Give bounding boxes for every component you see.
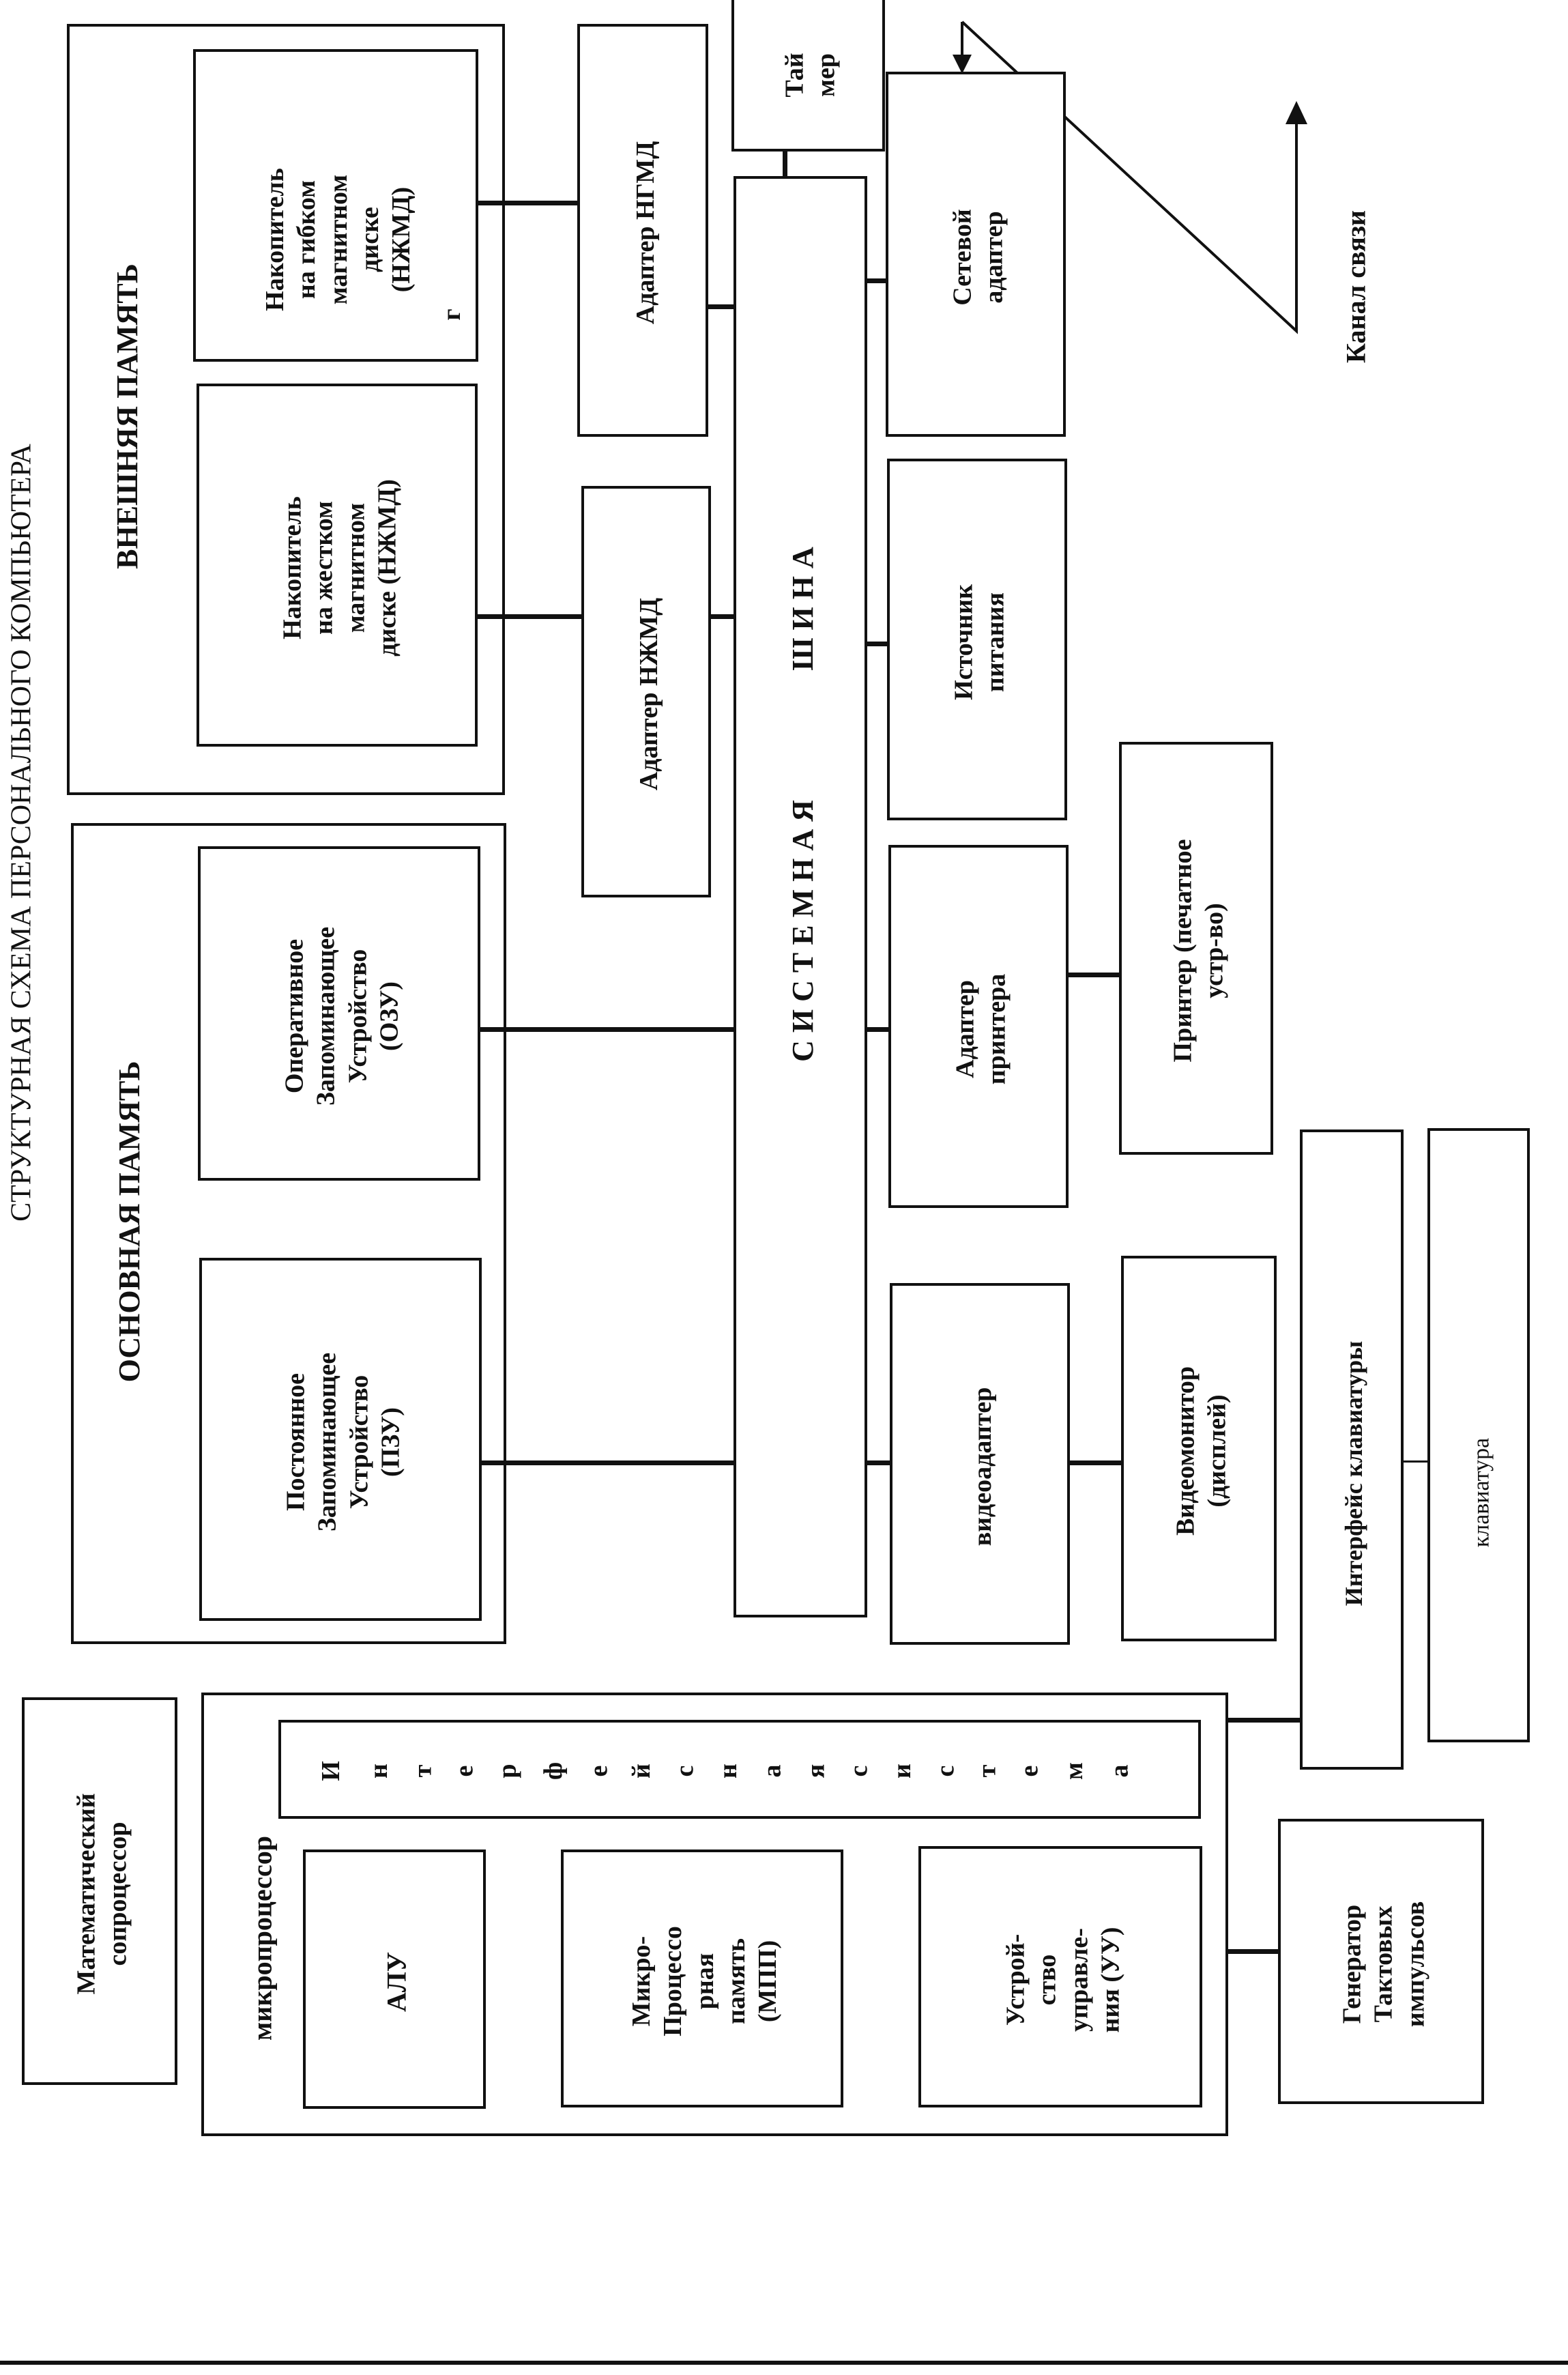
timer-arrow-head	[953, 55, 972, 74]
interface-letter: е	[583, 1765, 613, 1776]
clock-generator-block: Генератор Тактовых импульсов	[1278, 1819, 1484, 2104]
printer-block: Принтер (печатное устр-во)	[1119, 742, 1273, 1155]
link-video-monitor	[1070, 1460, 1121, 1465]
system-bus: С И С Т Е М Н А Я Ш И Н А	[734, 176, 867, 1617]
interface-letter: а	[757, 1764, 787, 1777]
interface-letter: р	[493, 1763, 522, 1779]
link-timer-bus	[783, 152, 787, 176]
keyboard-label: клавиатура	[1468, 1437, 1494, 1548]
hdd-adapter-block: Адаптер НЖМД	[581, 486, 711, 897]
floppy-drive-label: Накопитель на гибком магнитном диске (НЖ…	[261, 168, 416, 311]
clock-generator-label: Генератор Тактовых импульсов	[1337, 1901, 1430, 2028]
interface-letter: с	[931, 1765, 960, 1776]
floppy-drive-block: Накопитель на гибком магнитном диске (НЖ…	[193, 49, 478, 362]
interface-letter: е	[450, 1765, 479, 1776]
interface-letter: н	[364, 1763, 393, 1779]
link-floppy-drive-adapter	[478, 201, 577, 205]
timer-block: Тай мер	[731, 0, 885, 152]
printer-adapter-block: Адаптер принтера	[888, 845, 1069, 1208]
rom-label: Постоянное Запоминающее Устройство (ПЗУ)	[281, 1352, 405, 1532]
keyboard-interface-label: Интерфейс клавиатуры	[1340, 1340, 1368, 1607]
main-memory-label: ОСНОВНАЯ ПАМЯТЬ	[113, 1061, 147, 1383]
ram-block: Оперативное Запоминающее Устройство (ОЗУ…	[198, 846, 480, 1181]
monitor-label: Видеомонитор (дисплей)	[1171, 1366, 1232, 1536]
microprocessor-label: микропроцессор	[246, 1836, 278, 2041]
link-keyboard-interface	[1404, 1460, 1427, 1463]
interface-letter: е	[1015, 1765, 1044, 1776]
printer-label: Принтер (печатное устр-во)	[1168, 839, 1229, 1063]
interface-letter: м	[1059, 1761, 1088, 1780]
floppy-adapter-block: Адаптер НГМД	[577, 24, 708, 437]
alu-block: АЛУ	[303, 1849, 486, 2109]
timer-label: Тай мер	[780, 53, 841, 98]
monitor-block: Видеомонитор (дисплей)	[1121, 1256, 1277, 1641]
hdd-adapter-label: Адаптер НЖМД	[634, 597, 663, 791]
video-adapter-label: видеоадаптер	[968, 1387, 997, 1546]
keyboard-interface-block: Интерфейс клавиатуры	[1300, 1129, 1404, 1770]
system-bus-label-right: Ш И Н А	[786, 547, 820, 671]
comm-channel-line	[961, 20, 1298, 334]
link-ram-bus	[480, 1027, 734, 1032]
link-bus-network	[867, 278, 886, 283]
control-unit-block: Устрой- ство управле- ния (УУ)	[918, 1846, 1202, 2107]
video-adapter-block: видеоадаптер	[890, 1283, 1070, 1645]
link-hdd-adapter-bus	[711, 614, 734, 619]
interface-letter: я	[801, 1764, 830, 1778]
rom-block: Постоянное Запоминающее Устройство (ПЗУ)	[199, 1258, 482, 1621]
interface-letter: т	[407, 1764, 437, 1777]
link-rom-bus	[482, 1460, 734, 1465]
network-adapter-label: Сетевой адаптер	[948, 209, 1008, 306]
interface-letter: с	[844, 1765, 873, 1776]
interface-letter: й	[627, 1763, 656, 1779]
interface-letter: т	[972, 1764, 1002, 1777]
mpm-block: Микро- Процессо рная память (МПП)	[561, 1849, 843, 2107]
math-coprocessor-block: Математический сопроцессор	[22, 1697, 177, 2085]
control-unit-label: Устрой- ство управле- ния (УУ)	[1001, 1927, 1125, 2033]
network-adapter-block: Сетевой адаптер	[886, 72, 1066, 437]
ram-label: Оперативное Запоминающее Устройство (ОЗУ…	[280, 926, 404, 1106]
keyboard-block: клавиатура	[1427, 1128, 1530, 1742]
alu-label: АЛУ	[381, 1951, 412, 2013]
link-bus-video	[867, 1460, 890, 1465]
link-cpu-clock	[1228, 1949, 1278, 1954]
math-coprocessor-label: Математический сопроцессор	[72, 1793, 132, 1995]
link-hdd-adapter	[478, 614, 581, 619]
interface-letter: с	[670, 1765, 699, 1776]
mpm-label: Микро- Процессо рная память (МПП)	[627, 1926, 783, 2036]
hard-drive-label: Накопитель на жестком магнитном диске (Н…	[278, 479, 402, 657]
link-printer-adapter-printer	[1069, 973, 1119, 977]
comm-arrow-up	[1286, 101, 1307, 124]
interface-letter: н	[714, 1763, 743, 1779]
comm-channel-label: Канал связи	[1340, 210, 1371, 363]
main-memory-group	[71, 823, 506, 1644]
link-bus-power	[867, 642, 887, 646]
diagram-title: СТРУКТУРНАЯ СХЕМА ПЕРСОНАЛЬНОГО КОМПЬЮТЕ…	[5, 444, 38, 1222]
floppy-drive-note: г	[437, 308, 466, 321]
system-bus-label-left: С И С Т Е М Н А Я	[786, 800, 820, 1062]
interface-letter: ф	[539, 1761, 568, 1780]
printer-adapter-label: Адаптер принтера	[950, 973, 1011, 1085]
link-cpu-keyboard-interface	[1228, 1718, 1300, 1723]
power-supply-label: Источник питания	[949, 584, 1010, 700]
hard-drive-block: Накопитель на жестком магнитном диске (Н…	[197, 384, 478, 747]
external-memory-group	[67, 24, 505, 795]
link-bus-printer-adapter	[867, 1027, 888, 1032]
power-supply-block: Источник питания	[887, 459, 1067, 820]
external-memory-label: ВНЕШНЯЯ ПАМЯТЬ	[111, 263, 145, 569]
interface-letter: И	[316, 1760, 345, 1781]
floppy-adapter-label: Адаптер НГМД	[630, 141, 660, 325]
interface-letter: а	[1105, 1764, 1134, 1777]
interface-letter: и	[887, 1763, 916, 1779]
microprocessor-group	[201, 1693, 1228, 2136]
link-floppy-adapter-bus	[708, 304, 734, 309]
